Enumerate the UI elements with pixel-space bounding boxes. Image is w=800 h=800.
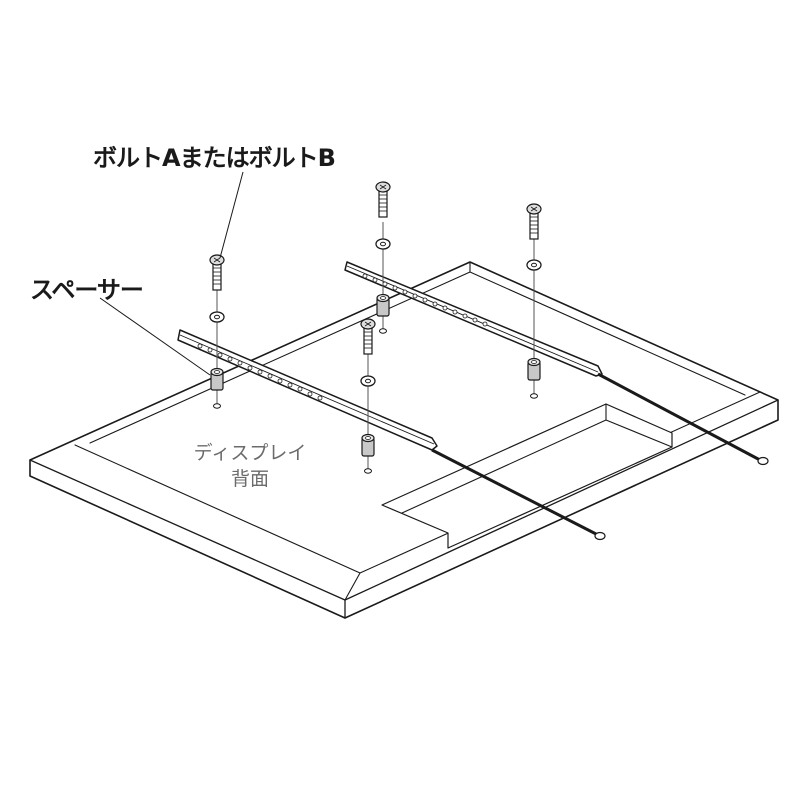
display-label-line2: 背面 bbox=[230, 468, 269, 490]
spacer-leader-line bbox=[99, 297, 211, 376]
bracket-left bbox=[177, 329, 438, 451]
safety-wires bbox=[431, 372, 769, 541]
display-panel bbox=[29, 261, 779, 619]
display-back-label: ディスプレイ 背面 bbox=[180, 440, 320, 492]
spacer-label: スペーサー bbox=[30, 276, 144, 304]
bolt-label: ボルトAまたはボルトB bbox=[93, 144, 336, 172]
display-label-line1: ディスプレイ bbox=[193, 442, 307, 464]
bolt-leader-line bbox=[219, 171, 244, 259]
